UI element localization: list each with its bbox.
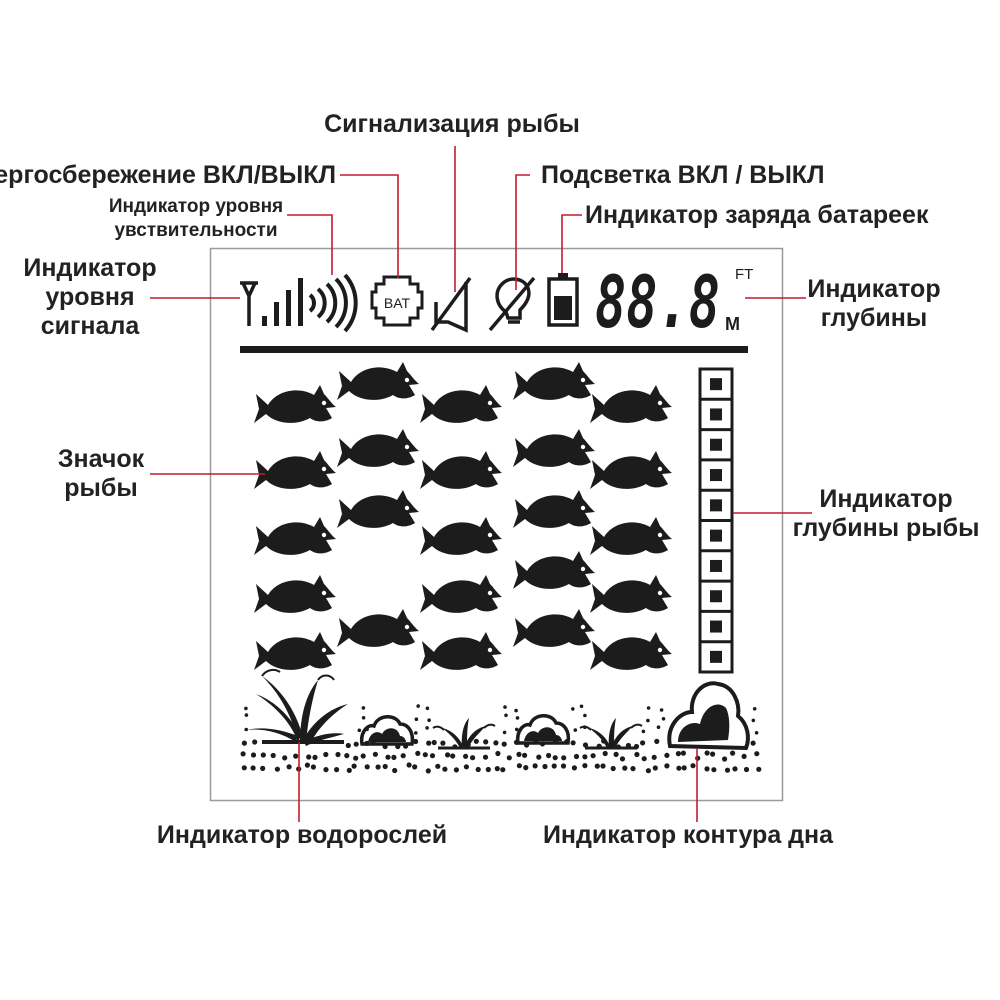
fish-depth-segment	[710, 499, 722, 512]
leader-lines	[150, 146, 812, 822]
label-fish-depth-line1: Индикатор	[819, 485, 952, 513]
fish-depth-segment	[710, 590, 722, 603]
bottom-sand	[240, 704, 762, 774]
battery-charge-icon	[547, 273, 579, 327]
fish-depth-segment	[710, 529, 722, 542]
signal-level-icon	[240, 278, 303, 326]
label-backlight: Подсветка ВКЛ / ВЫКЛ	[541, 161, 825, 189]
fish-depth-column	[698, 367, 734, 674]
label-signal-line3: сигнала	[41, 312, 141, 340]
label-depth-line2: глубины	[821, 304, 928, 332]
label-signal-line1: Индикатор	[23, 254, 156, 282]
label-fish-icon-line1: Значок	[58, 445, 145, 473]
label-bottom-contour: Индикатор контура дна	[543, 821, 834, 849]
fish-depth-segment	[710, 408, 722, 421]
lcd-separator	[240, 346, 748, 353]
label-fish-alarm: Сигнализация рыбы	[324, 110, 580, 138]
fish-depth-segment	[710, 469, 722, 482]
depth-digits: 88.8	[595, 260, 720, 344]
backlight-icon	[488, 276, 536, 332]
unit-m: М	[725, 314, 740, 334]
label-algae: Индикатор водорослей	[157, 821, 447, 849]
unit-ft: FT	[735, 266, 753, 283]
label-battery-charge: Индикатор заряда батареек	[585, 201, 929, 229]
fish-depth-segment	[710, 620, 722, 633]
label-fish-depth-line2: глубины рыбы	[793, 514, 980, 542]
fish-depth-segment	[710, 650, 722, 663]
label-sensitivity-line2: увствительности	[114, 220, 277, 241]
label-depth-line1: Индикатор	[807, 275, 940, 303]
fish-alarm-icon	[430, 276, 472, 333]
algae-large-icon	[246, 668, 348, 746]
fish-depth-segment	[710, 559, 722, 572]
label-sensitivity-line1: Индикатор уровня	[109, 196, 283, 217]
sensitivity-level-icon	[308, 273, 358, 333]
label-fish-icon-line2: рыбы	[64, 474, 137, 502]
power-saving-icon: BAT	[370, 275, 424, 327]
label-signal-line2: уровня	[45, 283, 134, 311]
label-power-saving: Энергосбережение ВКЛ/ВЫКЛ	[0, 161, 336, 189]
fish-depth-segment	[710, 438, 722, 451]
bat-text: BAT	[384, 295, 411, 311]
rock-large-icon	[667, 681, 750, 751]
fish-depth-segment	[710, 378, 722, 391]
